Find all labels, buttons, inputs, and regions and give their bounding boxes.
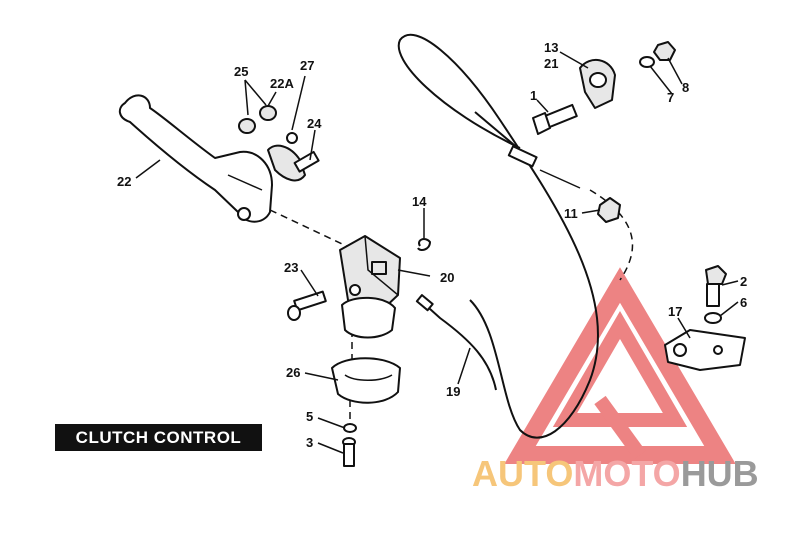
circlip-part (417, 238, 431, 251)
perch-clamp-part (331, 357, 401, 404)
lever-nut-part (238, 105, 277, 134)
callout-22: 22 (117, 174, 131, 189)
callout-26: 26 (286, 365, 300, 380)
watermark-hub: HUB (680, 453, 759, 494)
leader-lines (135, 51, 739, 454)
pivot-bolt-part (287, 290, 327, 321)
callout-20: 20 (440, 270, 454, 285)
callout-1: 1 (530, 88, 537, 103)
cable-clamp-part (579, 59, 616, 109)
watermark-auto: AUTO (472, 453, 574, 494)
callout-5: 5 (306, 409, 313, 424)
cable-adjuster-part (415, 294, 497, 391)
callout-3: 3 (306, 435, 313, 450)
nut-part-11 (597, 197, 621, 223)
nut-washer-part-8-7 (639, 41, 676, 68)
pivot-pin-part (267, 132, 320, 182)
callout-25: 25 (234, 64, 248, 79)
callout-2: 2 (740, 274, 747, 289)
clutch-lever-part (118, 94, 273, 223)
callout-23: 23 (284, 260, 298, 275)
callout-7: 7 (667, 90, 674, 105)
callout-11: 11 (564, 206, 578, 221)
callout-27: 27 (300, 58, 314, 73)
assembly-line-lever-perch (269, 209, 356, 251)
watermark-triangle-logo (504, 267, 736, 464)
watermark-text: AUTOMOTOHUB (472, 453, 792, 501)
upper-cable-fitting (474, 111, 581, 189)
callout-21: 21 (544, 56, 558, 71)
callout-14: 14 (412, 194, 427, 209)
clamp-screw-part (342, 423, 357, 467)
lever-perch-part (339, 235, 401, 339)
callout-6: 6 (740, 295, 747, 310)
cable-bracket-part (664, 329, 746, 371)
bolt-part-1 (532, 103, 578, 135)
washer-part-6 (704, 312, 722, 324)
diagram-title: CLUTCH CONTROL (55, 424, 262, 451)
cable-dashed-routing (589, 189, 634, 281)
callout-19: 19 (446, 384, 460, 399)
callout-17: 17 (668, 304, 682, 319)
callout-24: 24 (307, 116, 322, 131)
callout-22a: 22A (270, 76, 294, 91)
clutch-cable (397, 33, 599, 439)
callout-13: 13 (544, 40, 558, 55)
callout-8: 8 (682, 80, 689, 95)
watermark-moto: MOTO (573, 453, 681, 494)
bolt-part-2 (705, 265, 727, 307)
callout-labels: 25 22A 27 24 22 14 23 20 26 5 3 19 13 21… (117, 40, 747, 450)
